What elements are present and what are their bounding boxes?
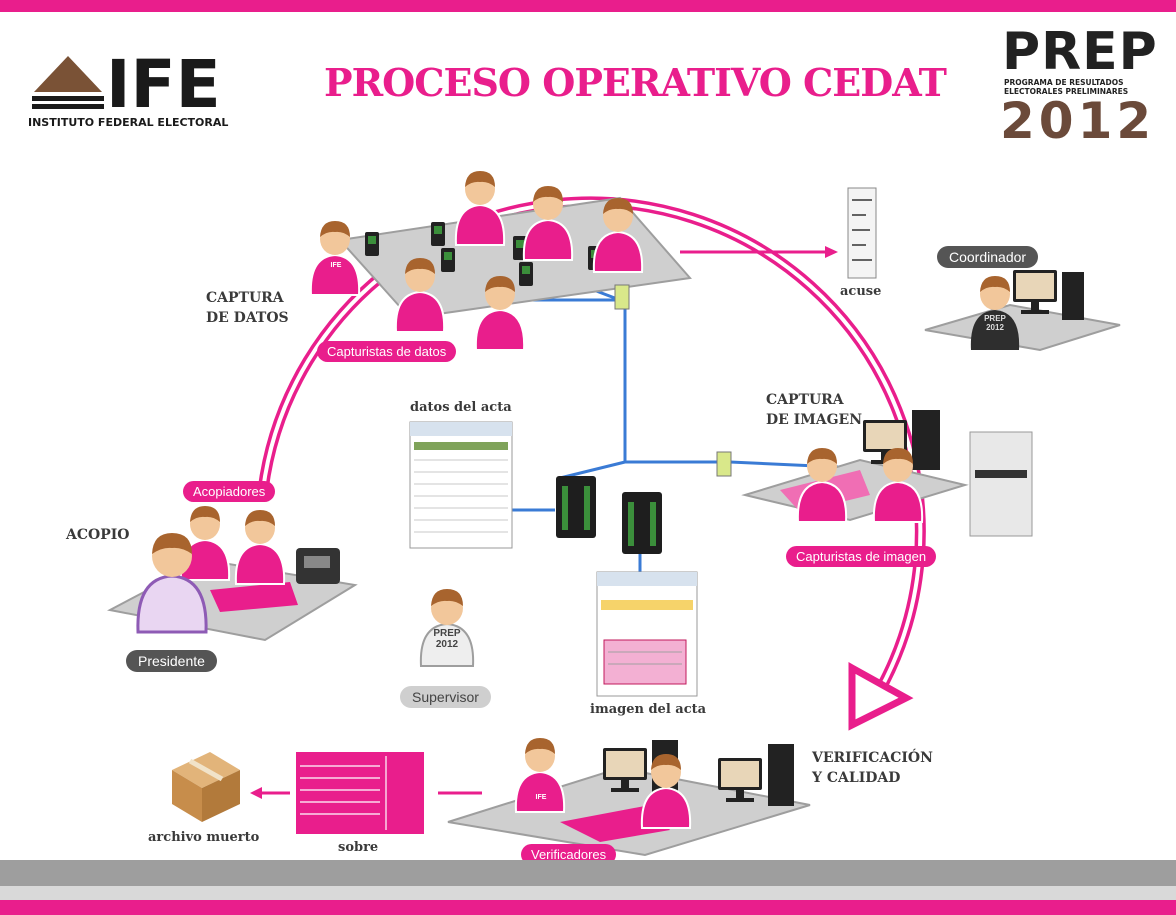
ife-emblem-icon — [32, 56, 104, 109]
network-switch-right — [716, 451, 732, 477]
stage-captura-datos: CAPTURA DE DATOS — [206, 290, 289, 326]
coordinador-shirt-text: PREP 2012 — [983, 314, 1007, 332]
server-rack-2 — [622, 492, 662, 554]
shirt-ife-text: IFE — [330, 262, 342, 269]
role-capturistas-datos: Capturistas de datos — [317, 341, 457, 362]
role-coordinador: Coordinador — [937, 246, 1039, 268]
ife-logo-subtitle: INSTITUTO FEDERAL ELECTORAL — [28, 116, 229, 129]
role-presidente: Presidente — [126, 650, 217, 672]
sobre-envelope — [296, 752, 424, 834]
role-acopiadores: Acopiadores — [183, 481, 276, 502]
prep-logo-line1: PROGRAMA DE RESULTADOS — [1004, 78, 1124, 87]
bottom-grey-bar — [0, 860, 1176, 886]
shirt-prep-word-coordinador: PREP — [984, 314, 1006, 323]
top-pink-bar — [0, 0, 1176, 12]
shirt-ife-text-verificador: IFE — [535, 794, 547, 801]
label-acuse: acuse — [840, 284, 882, 299]
supervisor-shirt-text: PREP 2012 — [432, 628, 462, 650]
prep-logo-line2: ELECTORALES PRELIMINARES — [1004, 87, 1129, 96]
bottom-light-bar — [0, 886, 1176, 900]
network-switch-top — [614, 284, 630, 310]
role-verificadores: Verificadores — [521, 844, 617, 865]
datos-del-acta-screenshot — [409, 421, 513, 549]
label-imagen-del-acta: imagen del acta — [590, 702, 707, 717]
server-rack-1 — [556, 476, 596, 538]
stage-verificacion: VERIFICACIÓN Y CALIDAD — [812, 750, 933, 786]
imagen-del-acta-screenshot — [596, 571, 698, 697]
role-capturistas-imagen: Capturistas de imagen — [786, 546, 937, 567]
label-datos-del-acta: datos del acta — [410, 400, 512, 415]
bottom-pink-bar — [0, 900, 1176, 915]
shirt-prep-year-coordinador: 2012 — [986, 323, 1004, 332]
prep-logo-year: 2012 — [1000, 92, 1156, 150]
prep-logo-word: PREP — [1002, 22, 1158, 82]
prep-logo: PREP PROGRAMA DE RESULTADOS ELECTORALES … — [1000, 22, 1160, 150]
shirt-prep-year: 2012 — [435, 639, 459, 650]
archivo-muerto-box — [172, 752, 240, 822]
page-title: PROCESO OPERATIVO CEDAT — [324, 60, 947, 105]
label-sobre: sobre — [338, 840, 379, 855]
role-supervisor: Supervisor — [400, 686, 491, 708]
ife-logo-text: IFE — [106, 46, 221, 123]
shirt-prep-word: PREP — [433, 628, 461, 639]
ife-logo: IFE INSTITUTO FEDERAL ELECTORAL — [28, 52, 250, 132]
acuse-document — [847, 187, 877, 279]
label-archivo-muerto: archivo muerto — [148, 830, 260, 845]
stage-acopio: ACOPIO — [66, 527, 130, 543]
stage-captura-imagen: CAPTURA DE IMAGEN — [766, 392, 863, 428]
